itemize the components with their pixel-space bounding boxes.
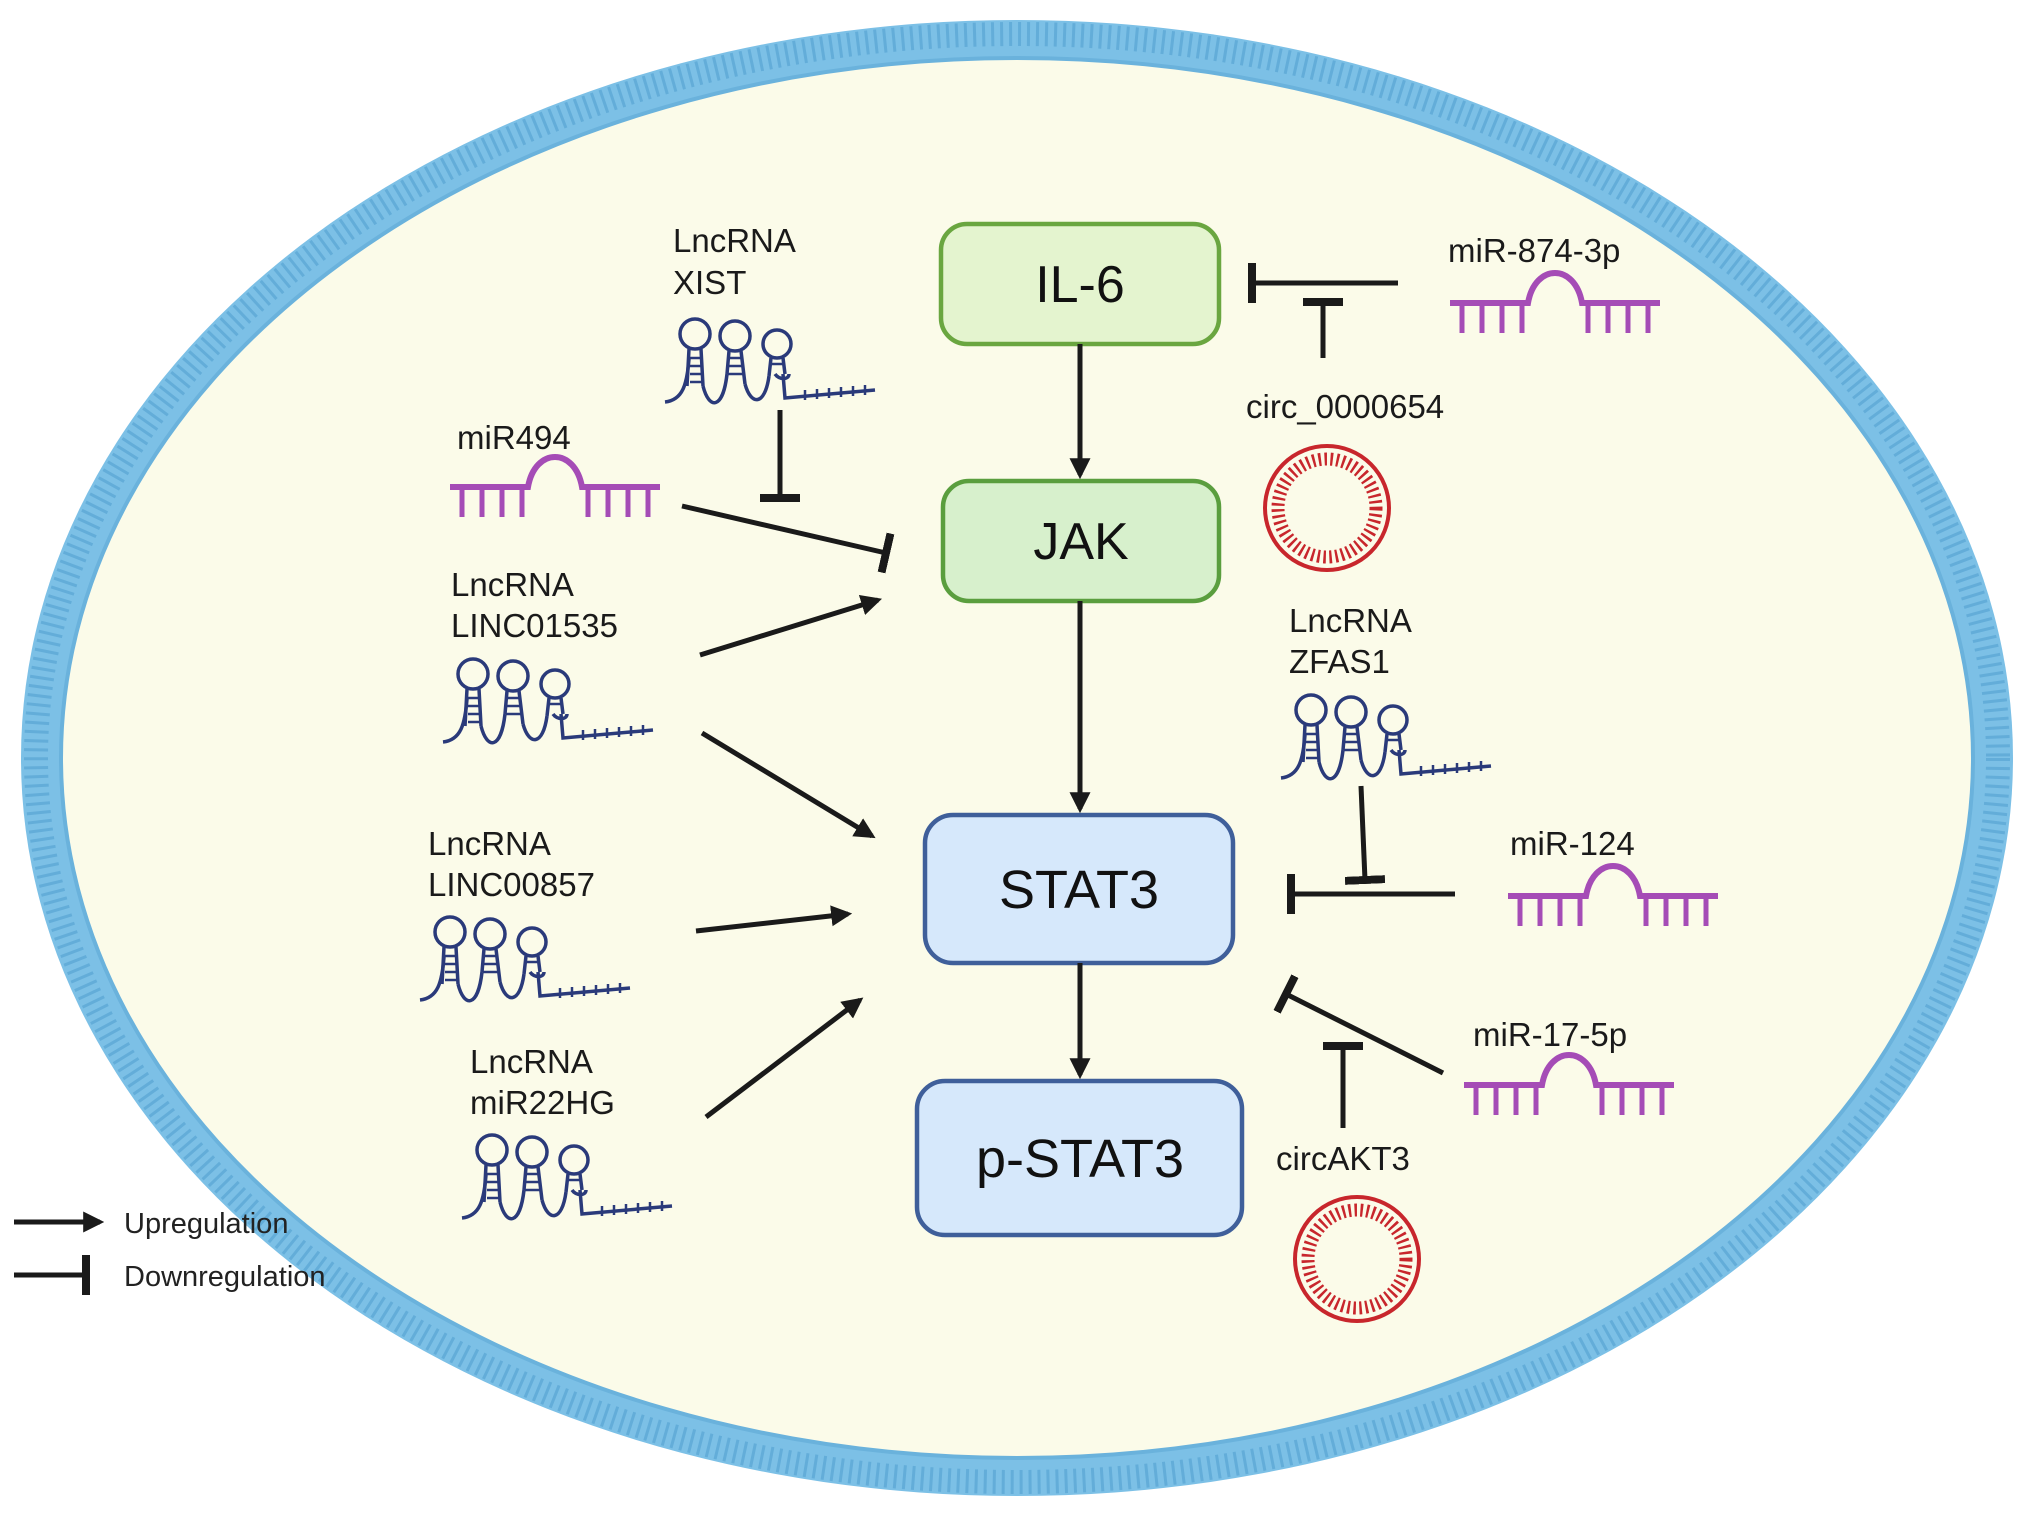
legend-up-label: Upregulation xyxy=(124,1208,288,1240)
regulator-mir17: miR-17-5p xyxy=(1273,974,1674,1115)
xist-name-label: XIST xyxy=(673,264,746,301)
arrow-mir22hg-stat3 xyxy=(704,997,864,1119)
legend: Upregulation Downregulation xyxy=(14,1208,326,1295)
mir124-label: miR-124 xyxy=(1510,825,1635,862)
svg-text:LncRNA XIST: LncRNA XIST xyxy=(673,222,803,301)
regulator-mir874: miR-874-3p xyxy=(1248,232,1660,333)
regulator-circ654: circ_0000654 xyxy=(1246,298,1444,570)
regulator-circakt3: circAKT3 xyxy=(1276,1042,1419,1321)
regulator-xist: LncRNA XIST xyxy=(663,222,877,502)
linc01535-type-label: LncRNA xyxy=(451,566,574,603)
zfas1-name-label: ZFAS1 xyxy=(1289,643,1390,680)
mir22hg-type-label: LncRNA xyxy=(470,1043,593,1080)
legend-down-label: Downregulation xyxy=(124,1261,326,1293)
linc01535-name-label: LINC01535 xyxy=(451,607,618,644)
pstat3-label: p-STAT3 xyxy=(976,1129,1184,1189)
il6-node: IL-6 xyxy=(938,221,1222,347)
mir22hg-name-label: miR22HG xyxy=(470,1084,615,1121)
jak-label: JAK xyxy=(1033,513,1129,571)
svg-text:LncRNA ZFAS1: LncRNA ZFAS1 xyxy=(1289,602,1419,680)
zfas1-type-label: LncRNA xyxy=(1289,602,1412,639)
regulator-linc01535: LncRNA LINC01535 xyxy=(441,566,883,839)
linc00857-name-label: LINC00857 xyxy=(428,866,595,903)
svg-text:LncRNA LINC00857: LncRNA LINC00857 xyxy=(428,825,595,903)
inhibit-zfas1-mir124 xyxy=(1344,785,1386,885)
svg-text:LncRNA LINC01535: LncRNA LINC01535 xyxy=(451,566,618,644)
mir494-label: miR494 xyxy=(457,419,571,456)
stat3-node: STAT3 xyxy=(922,812,1236,966)
arrow-linc01535-stat3 xyxy=(700,730,876,839)
inhibit-mir17-stat3 xyxy=(1273,974,1445,1076)
mir17-label: miR-17-5p xyxy=(1473,1016,1627,1053)
regulator-mir124: miR-124 xyxy=(1287,825,1718,926)
inhibit-mir494-jak xyxy=(681,503,895,574)
regulator-linc00857: LncRNA LINC00857 xyxy=(418,825,853,1003)
arrow-linc01535-jak xyxy=(699,594,883,658)
pstat3-node: p-STAT3 xyxy=(914,1078,1245,1238)
cell-membrane-pattern xyxy=(24,22,2010,1494)
jak-node: JAK xyxy=(940,478,1222,604)
xist-type-label: LncRNA xyxy=(673,222,796,259)
regulator-mir22hg: LncRNA miR22HG xyxy=(460,997,864,1221)
stat3-label: STAT3 xyxy=(999,860,1159,920)
il6-label: IL-6 xyxy=(1035,256,1125,314)
svg-text:LncRNA miR22HG: LncRNA miR22HG xyxy=(470,1043,615,1121)
circakt3-label: circAKT3 xyxy=(1276,1140,1410,1177)
circ654-label: circ_0000654 xyxy=(1246,388,1444,425)
mir874-label: miR-874-3p xyxy=(1448,232,1620,269)
regulator-zfas1: LncRNA ZFAS1 xyxy=(1279,602,1493,885)
linc00857-type-label: LncRNA xyxy=(428,825,551,862)
regulator-mir494: miR494 xyxy=(450,419,895,574)
arrow-linc00857-stat3 xyxy=(695,905,853,934)
